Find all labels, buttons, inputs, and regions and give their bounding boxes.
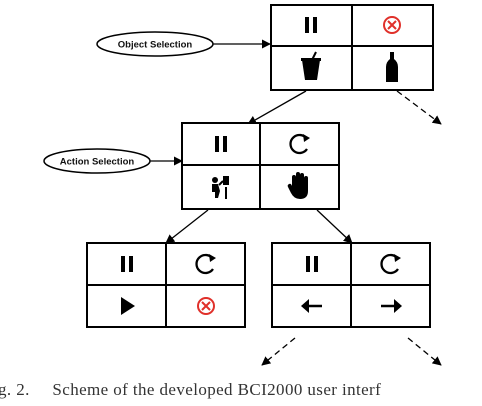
bci-interface-scheme: Object Selection Action Selection xyxy=(43,4,442,366)
redo-icon xyxy=(195,253,216,275)
cancel-icon xyxy=(383,16,401,34)
redo-icon xyxy=(380,253,401,275)
object-to-action-arrow xyxy=(247,90,307,125)
option-b-more-arrow xyxy=(407,337,442,366)
figure-caption: g. 2. Scheme of the developed BCI2000 us… xyxy=(0,380,482,406)
option-a-grid xyxy=(86,242,246,328)
action-right-arrow xyxy=(316,209,353,244)
object-selection-node: Object Selection xyxy=(96,31,214,57)
pause-icon xyxy=(306,256,318,272)
play-icon xyxy=(121,297,135,315)
cup-icon xyxy=(301,51,321,80)
bottle-icon xyxy=(386,52,398,82)
action-left-arrow xyxy=(165,209,209,244)
object-selection-label: Object Selection xyxy=(118,40,193,51)
drink-icon xyxy=(212,176,229,199)
pause-icon xyxy=(121,256,133,272)
caption-text: Scheme of the developed BCI2000 user int… xyxy=(52,380,382,399)
pause-icon xyxy=(215,136,227,152)
cancel-icon xyxy=(197,297,215,315)
redo-icon xyxy=(289,133,310,155)
caption-prefix: g. 2. xyxy=(0,380,30,399)
option-a-more-arrow xyxy=(261,337,296,366)
arrow-left-icon xyxy=(301,299,322,313)
action-selection-label: Action Selection xyxy=(60,157,135,168)
action-selection-node: Action Selection xyxy=(43,148,151,174)
object-grid xyxy=(270,4,434,91)
action-grid xyxy=(181,122,340,210)
object-more-arrow xyxy=(396,90,442,125)
pause-icon xyxy=(305,17,317,33)
hand-icon xyxy=(287,172,308,199)
arrow-right-icon xyxy=(381,299,402,313)
option-b-grid xyxy=(271,242,431,328)
